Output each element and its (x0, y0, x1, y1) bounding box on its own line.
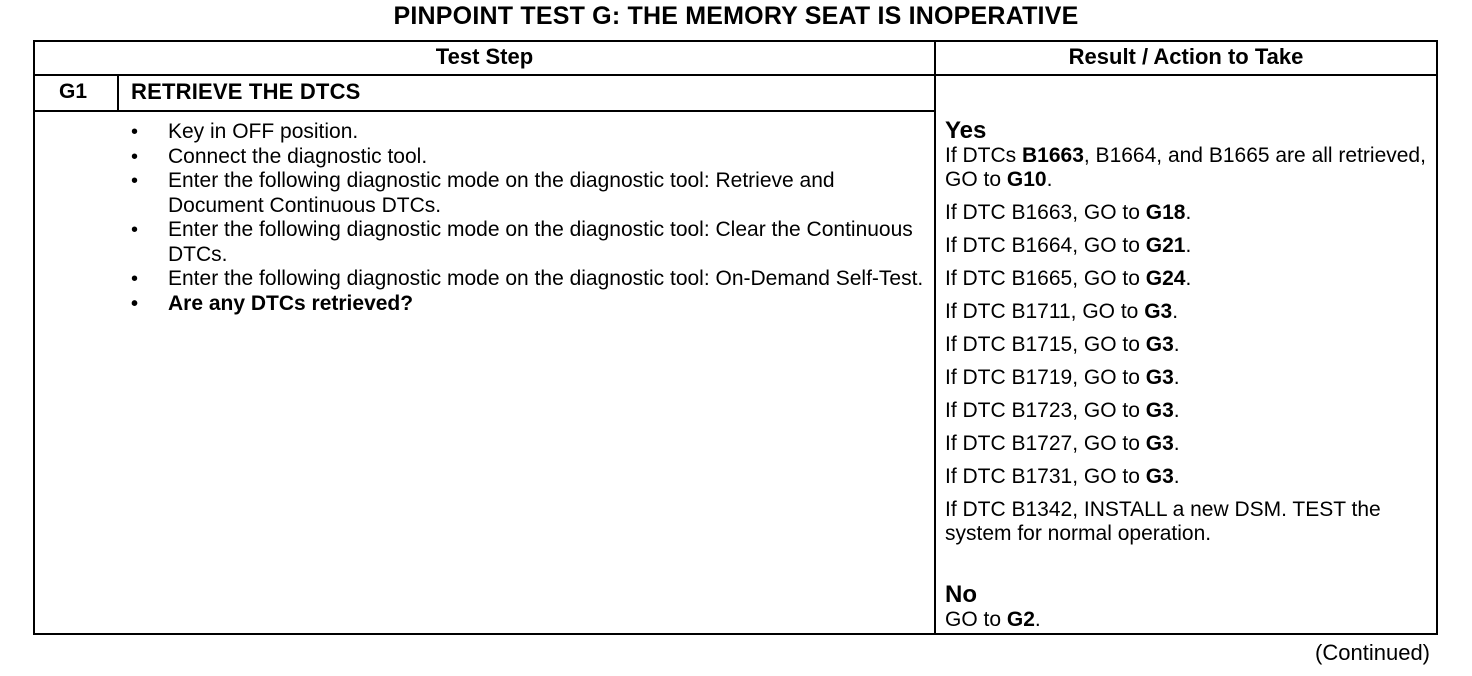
instruction-item: Enter the following diagnostic mode on t… (131, 267, 931, 292)
result-line: If DTC B1719, GO to G3. (945, 366, 1180, 389)
result-line: If DTCs B1663, B1664, and B1665 are all … (945, 144, 1426, 191)
column-divider (934, 42, 936, 633)
step-title-divider (35, 110, 934, 112)
result-line: If DTC B1665, GO to G24. (945, 267, 1192, 290)
instruction-item: Connect the diagnostic tool. (131, 145, 931, 170)
instruction-item: Enter the following diagnostic mode on t… (131, 169, 931, 218)
continued-note: (Continued) (1315, 640, 1430, 665)
result-line: If DTC B1727, GO to G3. (945, 432, 1180, 455)
page-title: PINPOINT TEST G: THE MEMORY SEAT IS INOP… (393, 2, 1079, 30)
result-line: If DTC B1664, GO to G21. (945, 234, 1192, 257)
step-title: RETRIEVE THE DTCS (131, 79, 361, 104)
test-step-header: Test Step (435, 44, 534, 69)
instruction-item: Key in OFF position. (131, 120, 931, 145)
no-label: No (945, 581, 977, 608)
step-question: Are any DTCs retrieved? (131, 292, 931, 317)
result-header: Result / Action to Take (1068, 44, 1304, 69)
result-line: GO to G2. (945, 608, 1041, 631)
instruction-item: Enter the following diagnostic mode on t… (131, 218, 931, 267)
result-line: If DTC B1663, GO to G18. (945, 201, 1192, 224)
result-line: If DTC B1715, GO to G3. (945, 333, 1180, 356)
step-id: G1 (59, 80, 88, 103)
pinpoint-test-table: Test Step Result / Action to Take G1 RET… (33, 40, 1438, 635)
result-actions: Yes If DTCs B1663, B1664, and B1665 are … (945, 118, 1435, 632)
yes-label: Yes (945, 117, 987, 144)
result-line: If DTC B1711, GO to G3. (945, 300, 1179, 323)
result-line: If DTC B1731, GO to G3. (945, 465, 1180, 488)
header-divider (35, 74, 1436, 76)
result-line: If DTC B1342, INSTALL a new DSM. TEST th… (945, 498, 1381, 545)
step-instructions: Key in OFF position. Connect the diagnos… (131, 120, 931, 316)
result-line: If DTC B1723, GO to G3. (945, 399, 1180, 422)
step-id-divider (117, 74, 119, 112)
